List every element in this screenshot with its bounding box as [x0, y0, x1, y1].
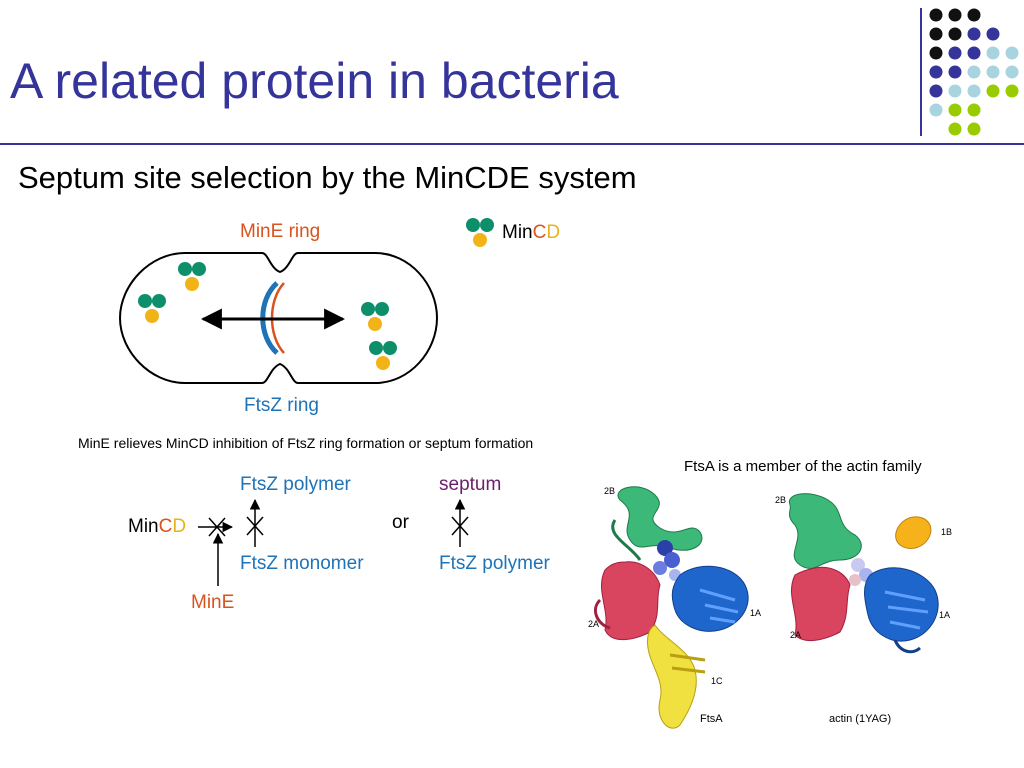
septum-label: septum	[439, 474, 502, 495]
decorative-dot	[929, 84, 943, 98]
mincd-legend-icon	[466, 218, 494, 247]
pathway-mine-label: MinE	[191, 592, 235, 613]
actin-structure-image	[789, 493, 939, 654]
decorative-dot	[967, 46, 981, 60]
cell-outline	[118, 252, 439, 384]
ftsa-name: FtsA	[700, 713, 723, 725]
decorative-dot	[929, 103, 943, 117]
decorative-dot	[967, 27, 981, 41]
ftsz-monomer-label: FtsZ monomer	[240, 553, 364, 574]
or-label: or	[392, 512, 409, 533]
mincd-complex	[178, 262, 206, 291]
decorative-dot	[948, 103, 962, 117]
pathway-mincd-d: D	[172, 516, 187, 537]
ftsa-domain-label: 1A	[750, 608, 762, 618]
ftsa-caption: FtsA is a member of the actin family	[684, 458, 922, 475]
ftsz-polymer-label: FtsZ polymer	[240, 474, 351, 495]
ftsa-structure-image	[594, 486, 749, 729]
polymerization-cross	[246, 516, 264, 536]
decorative-dot	[948, 65, 962, 79]
decorative-dot	[1005, 65, 1019, 79]
decorative-dot	[948, 122, 962, 136]
ftsz-polymer-label-2: FtsZ polymer	[439, 553, 550, 574]
vertical-divider	[920, 8, 922, 136]
ftsa-domain-label: 2A	[588, 619, 600, 629]
decorative-dot	[986, 84, 1000, 98]
page-title: A related protein in bacteria	[10, 53, 619, 109]
decorative-dot	[967, 84, 981, 98]
mincd-complex	[369, 341, 397, 370]
ftsa-domain-label: 2B	[604, 486, 616, 496]
decorative-dot	[948, 8, 962, 22]
actin-domain-label: 2A	[790, 630, 802, 640]
septum-cross	[451, 516, 469, 536]
ftsz-ring-label: FtsZ ring	[244, 395, 319, 416]
decorative-dot	[967, 8, 981, 22]
decorative-dot	[986, 65, 1000, 79]
decorative-dot	[929, 27, 943, 41]
pathway-mincd-prefix: Min	[128, 516, 159, 537]
decorative-dot	[967, 65, 981, 79]
mine-ring-label: MinE ring	[240, 221, 321, 242]
title-divider	[0, 143, 1024, 145]
actin-domain-label: 1A	[939, 610, 951, 620]
decorative-dot	[986, 46, 1000, 60]
actin-name: actin (1YAG)	[829, 713, 892, 725]
actin-domain-label: 2B	[775, 495, 787, 505]
decorative-dot	[986, 27, 1000, 41]
mincd-legend-d: D	[546, 222, 561, 243]
mincd-legend-c: C	[532, 222, 547, 243]
decorative-dot	[1005, 46, 1019, 60]
mincd-complex	[138, 294, 166, 323]
decorative-dot	[967, 103, 981, 117]
pathway-mincd-label: MinCD	[128, 516, 186, 538]
actin-domain-label: 1B	[941, 527, 953, 537]
decorative-dot	[929, 46, 943, 60]
pathway-mincd-c: C	[158, 516, 173, 537]
decorative-dot	[948, 46, 962, 60]
inhibition-cross	[208, 517, 226, 537]
mincd-legend-label: MinCD	[502, 222, 560, 244]
ftsa-domain-label: 1C	[711, 676, 723, 686]
decorative-dot-grid	[929, 8, 1019, 136]
mincd-legend-prefix: Min	[502, 222, 533, 243]
decorative-dot	[929, 8, 943, 22]
decorative-dot	[967, 122, 981, 136]
decorative-dot	[1005, 84, 1019, 98]
mincd-complex	[361, 302, 389, 331]
decorative-dot	[948, 84, 962, 98]
decorative-dot	[929, 65, 943, 79]
slide-subtitle: Septum site selection by the MinCDE syst…	[18, 160, 637, 195]
decorative-dot	[948, 27, 962, 41]
mine-note: MinE relieves MinCD inhibition of FtsZ r…	[78, 435, 534, 451]
